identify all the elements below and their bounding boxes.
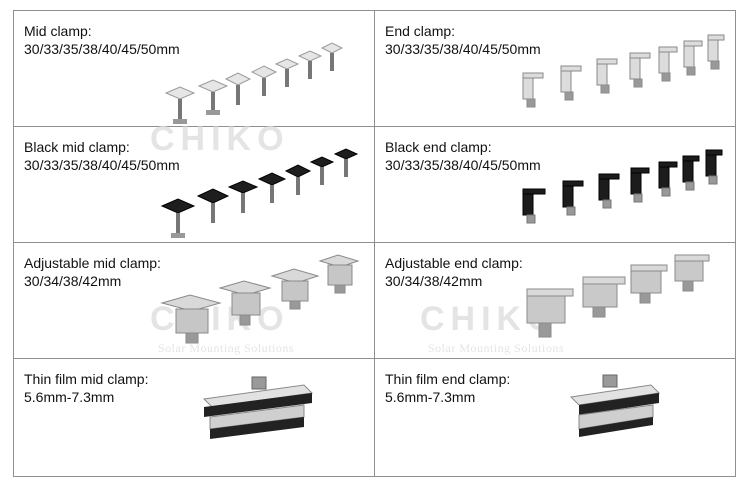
end-clamp-series-image bbox=[522, 34, 725, 108]
cell-thin-film-end-clamp: Thin film end clamp: 5.6mm-7.3mm bbox=[374, 358, 736, 477]
cell-title: Adjustable mid clamp: bbox=[24, 255, 161, 271]
cell-title: Adjustable end clamp: bbox=[385, 255, 523, 271]
adjustable-end-clamp-series-icon bbox=[526, 254, 710, 338]
cell-title: Thin film mid clamp: bbox=[24, 371, 149, 387]
cell-label: Black end clamp: 30/33/35/38/40/45/50mm bbox=[385, 138, 541, 174]
cell-title: Thin film end clamp: bbox=[385, 371, 511, 387]
cell-sizes: 30/33/35/38/40/45/50mm bbox=[24, 41, 180, 57]
cell-label: Black mid clamp: 30/33/35/38/40/45/50mm bbox=[24, 138, 180, 174]
cell-end-clamp: End clamp: 30/33/35/38/40/45/50mm bbox=[374, 10, 736, 127]
cell-sizes: 5.6mm-7.3mm bbox=[385, 389, 476, 405]
cell-sizes: 30/34/38/42mm bbox=[385, 273, 483, 289]
cell-mid-clamp: Mid clamp: 30/33/35/38/40/45/50mm bbox=[13, 10, 375, 127]
cell-title: Black end clamp: bbox=[385, 139, 492, 155]
thin-film-mid-clamp-image bbox=[202, 376, 314, 439]
cell-label: Thin film end clamp: 5.6mm-7.3mm bbox=[385, 370, 510, 406]
table-row: Black mid clamp: 30/33/35/38/40/45/50mm bbox=[13, 126, 736, 243]
cell-title: Black mid clamp: bbox=[24, 139, 130, 155]
thin-film-end-clamp-icon bbox=[569, 374, 661, 437]
table-row: Adjustable mid clamp: 30/34/38/42mm Adju… bbox=[13, 242, 736, 359]
black-end-clamp-series-icon bbox=[522, 149, 723, 224]
adjustable-mid-clamp-series-image bbox=[160, 254, 360, 344]
cell-label: Thin film mid clamp: 5.6mm-7.3mm bbox=[24, 370, 148, 406]
cell-sizes: 30/33/35/38/40/45/50mm bbox=[385, 157, 541, 173]
clamp-table: Mid clamp: 30/33/35/38/40/45/50mm bbox=[13, 10, 736, 477]
cell-sizes: 30/33/35/38/40/45/50mm bbox=[24, 157, 180, 173]
black-mid-clamp-series-icon bbox=[160, 148, 359, 238]
cell-label: Mid clamp: 30/33/35/38/40/45/50mm bbox=[24, 22, 180, 58]
mid-clamp-series-icon bbox=[164, 42, 344, 124]
cell-label: Adjustable mid clamp: 30/34/38/42mm bbox=[24, 254, 161, 290]
adjustable-end-clamp-series-image bbox=[526, 254, 710, 338]
cell-label: End clamp: 30/33/35/38/40/45/50mm bbox=[385, 22, 541, 58]
cell-black-mid-clamp: Black mid clamp: 30/33/35/38/40/45/50mm bbox=[13, 126, 375, 243]
thin-film-mid-clamp-icon bbox=[202, 376, 314, 439]
adjustable-mid-clamp-series-icon bbox=[160, 254, 360, 344]
mid-clamp-series-image bbox=[164, 42, 344, 124]
cell-sizes: 5.6mm-7.3mm bbox=[24, 389, 115, 405]
cell-sizes: 30/33/35/38/40/45/50mm bbox=[385, 41, 541, 57]
black-end-clamp-series-image bbox=[522, 149, 723, 224]
table-row: Mid clamp: 30/33/35/38/40/45/50mm bbox=[13, 10, 736, 127]
cell-sizes: 30/34/38/42mm bbox=[24, 273, 122, 289]
end-clamp-series-icon bbox=[522, 34, 725, 108]
cell-label: Adjustable end clamp: 30/34/38/42mm bbox=[385, 254, 523, 290]
cell-title: Mid clamp: bbox=[24, 23, 92, 39]
cell-thin-film-mid-clamp: Thin film mid clamp: 5.6mm-7.3mm bbox=[13, 358, 375, 477]
cell-title: End clamp: bbox=[385, 23, 456, 39]
table-row: Thin film mid clamp: 5.6mm-7.3mm Thin fi… bbox=[13, 358, 736, 477]
thin-film-end-clamp-image bbox=[569, 374, 661, 437]
cell-adjustable-end-clamp: Adjustable end clamp: 30/34/38/42mm bbox=[374, 242, 736, 359]
black-mid-clamp-series-image bbox=[160, 148, 359, 238]
cell-black-end-clamp: Black end clamp: 30/33/35/38/40/45/50mm bbox=[374, 126, 736, 243]
cell-adjustable-mid-clamp: Adjustable mid clamp: 30/34/38/42mm bbox=[13, 242, 375, 359]
